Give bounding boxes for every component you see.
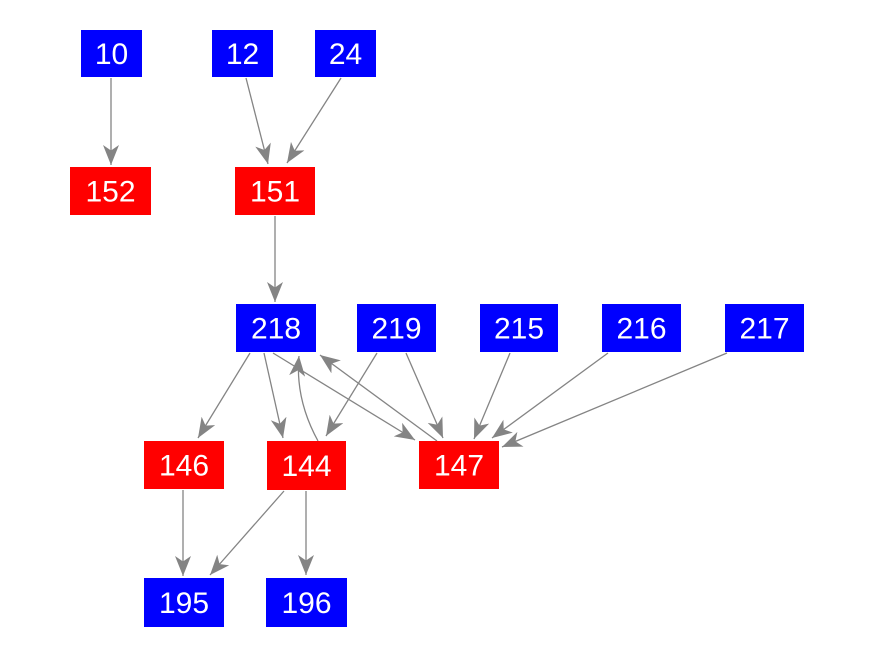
edge-144-195 xyxy=(209,490,285,576)
node-147-box[interactable] xyxy=(419,441,499,489)
node-152-box[interactable] xyxy=(70,167,151,215)
node-144[interactable]: 144 xyxy=(267,441,346,490)
node-146-box[interactable] xyxy=(144,441,224,489)
node-24-box[interactable] xyxy=(315,30,376,77)
node-216[interactable]: 216 xyxy=(602,304,681,352)
node-195-box[interactable] xyxy=(144,578,224,627)
node-147[interactable]: 147 xyxy=(419,441,499,489)
node-12-box[interactable] xyxy=(212,30,273,77)
edge-24-151 xyxy=(286,77,342,164)
node-12[interactable]: 12 xyxy=(212,30,273,77)
edge-218-144 xyxy=(263,352,287,439)
edge-217-147 xyxy=(501,352,728,448)
node-195[interactable]: 195 xyxy=(144,578,224,627)
nodes-layer: 10 12 24 152 151 218 219 215 216 217 146 144 147 195 1… xyxy=(70,30,804,627)
node-215[interactable]: 215 xyxy=(480,304,558,352)
node-24[interactable]: 24 xyxy=(315,30,376,77)
node-144-box[interactable] xyxy=(267,441,346,490)
edge-147-218 xyxy=(319,354,438,442)
node-219[interactable]: 219 xyxy=(357,304,436,352)
node-10[interactable]: 10 xyxy=(81,30,142,77)
node-152[interactable]: 152 xyxy=(70,167,151,215)
node-216-box[interactable] xyxy=(602,304,681,352)
node-151[interactable]: 151 xyxy=(235,167,315,215)
node-215-box[interactable] xyxy=(480,304,558,352)
node-218[interactable]: 218 xyxy=(236,304,316,352)
edge-12-151 xyxy=(245,77,271,165)
edge-215-147 xyxy=(473,352,511,440)
edge-218-147 xyxy=(272,352,416,441)
node-217-box[interactable] xyxy=(725,304,804,352)
node-196-box[interactable] xyxy=(266,578,347,627)
node-217[interactable]: 217 xyxy=(725,304,804,352)
edge-219-144 xyxy=(325,352,378,437)
edge-144-218 xyxy=(289,355,319,442)
edge-218-146 xyxy=(197,352,251,439)
node-146[interactable]: 146 xyxy=(144,441,224,489)
node-218-box[interactable] xyxy=(236,304,316,352)
node-196[interactable]: 196 xyxy=(266,578,347,627)
edges-layer xyxy=(103,77,728,576)
edge-216-147 xyxy=(491,352,609,439)
edge-219-147 xyxy=(405,352,444,439)
node-10-box[interactable] xyxy=(81,30,142,77)
node-219-box[interactable] xyxy=(357,304,436,352)
node-151-box[interactable] xyxy=(235,167,315,215)
